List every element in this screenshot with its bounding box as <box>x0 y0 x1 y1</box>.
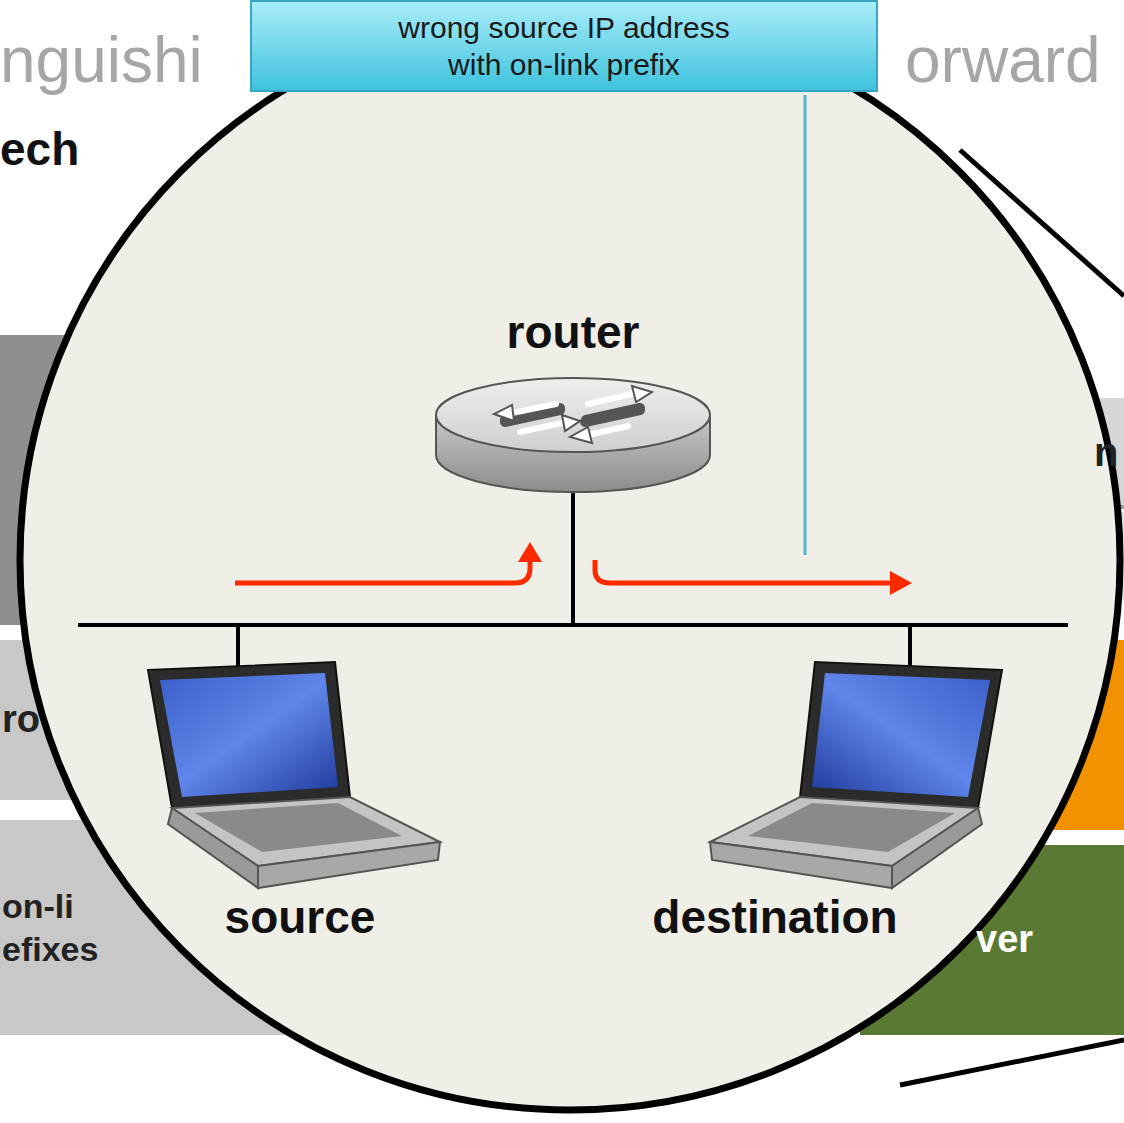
router-drop <box>571 480 575 625</box>
node-text: ro <box>2 696 40 744</box>
magnifier-cone <box>900 1040 1124 1085</box>
node-text: on-li efixes <box>2 885 117 970</box>
node-text: ver <box>976 916 1033 964</box>
device-label: destination <box>575 890 975 945</box>
host-drop <box>236 625 240 668</box>
slide-title: nguishi <box>0 22 320 99</box>
host-drop <box>908 625 912 668</box>
node-text: n <box>1094 427 1118 477</box>
router-icon <box>436 378 710 492</box>
slide-title: orward <box>905 22 1124 99</box>
node-text: wrong source IP address with on-link pre… <box>374 9 754 84</box>
laptop-icon <box>148 662 440 888</box>
device-label: source <box>100 890 500 945</box>
laptop-icon <box>710 662 1002 888</box>
callout-box: wrong source IP address with on-link pre… <box>250 0 878 92</box>
device-label: router <box>373 305 773 360</box>
leader-line <box>804 95 807 555</box>
magnifier-circle <box>20 10 1120 1110</box>
slide-heading: ech <box>0 122 150 177</box>
forward-arrow <box>235 542 912 595</box>
